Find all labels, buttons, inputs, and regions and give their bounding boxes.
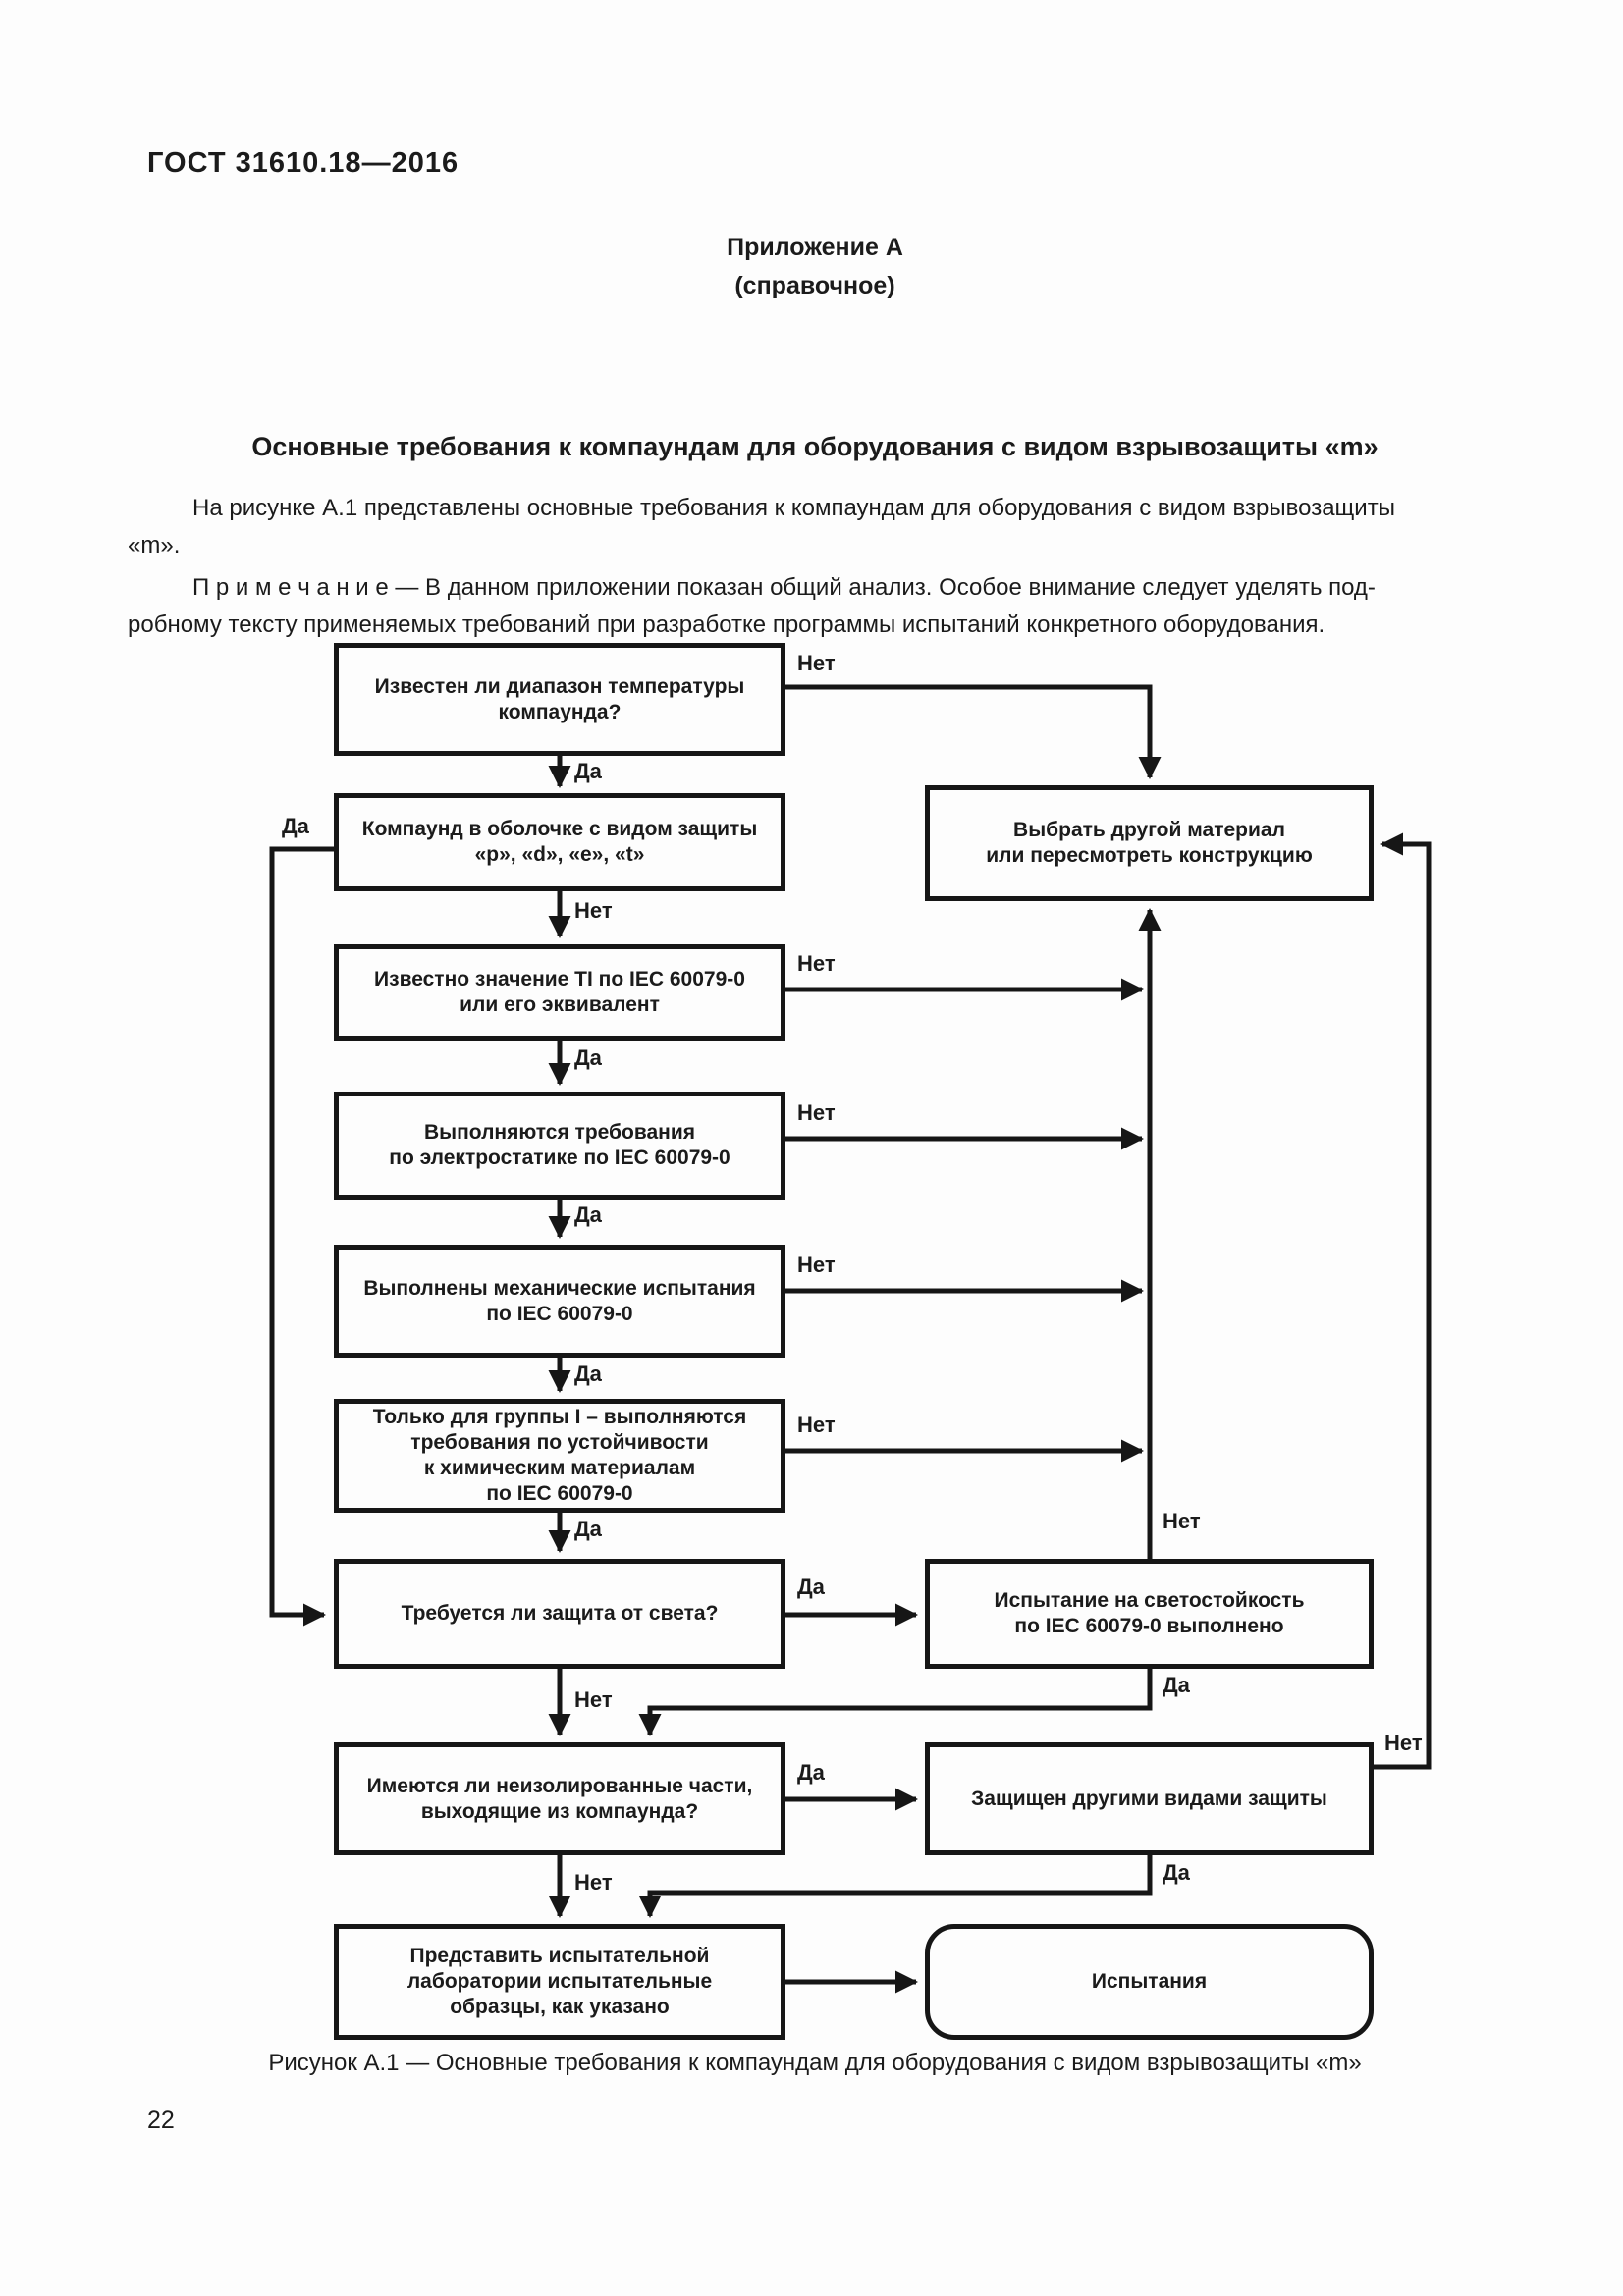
node-bare-parts: Имеются ли неизолированные части, выходя… (334, 1742, 785, 1855)
edge-label-yes: Да (574, 1045, 602, 1070)
connector-enclosure-yes-loop (269, 846, 334, 1627)
paragraph-line-1: На рисунке А.1 представлены основные тре… (192, 495, 1395, 521)
appendix-title: Приложение А (727, 234, 903, 261)
edge-label-no: Нет (797, 1253, 836, 1277)
node-light-protection: Требуется ли защита от света? (334, 1559, 785, 1669)
node-other-protection: Защищен другими видами защиты (925, 1742, 1374, 1855)
edge-label-no: Нет (797, 651, 836, 675)
edge-label-no: Нет (574, 898, 613, 923)
node-ti-value: Известно значение TI по IEC 60079-0 или … (334, 944, 785, 1041)
doc-number: ГОСТ 31610.18—2016 (147, 147, 460, 179)
connector-temp-no-to-choose (785, 684, 1162, 780)
node-mechanical: Выполнены механические испытания по IEC … (334, 1245, 785, 1358)
paragraph-line-2: «m». (128, 532, 181, 559)
edge-label-yes: Да (1163, 1673, 1190, 1697)
edge-label-no: Нет (1384, 1731, 1423, 1755)
edge-label-no: Нет (1163, 1509, 1201, 1533)
edge-label-no: Нет (574, 1687, 613, 1712)
node-choose-material: Выбрать другой материал или пересмотреть… (925, 785, 1374, 901)
node-enclosure: Компаунд в оболочке с видом защиты «p», … (334, 793, 785, 891)
node-light-test-done: Испытание на светостойкость по IEC 60079… (925, 1559, 1374, 1669)
node-electrostatic: Выполняются требования по электростатике… (334, 1092, 785, 1200)
note-line-1: П р и м е ч а н и е — В данном приложени… (192, 574, 1376, 601)
node-temp-range: Известен ли диапазон температуры компаун… (334, 643, 785, 756)
appendix-subtitle: (справочное) (734, 272, 895, 299)
edge-label-yes: Да (574, 759, 602, 783)
edge-label-yes: Да (1163, 1860, 1190, 1885)
edge-label-no: Нет (797, 951, 836, 976)
connector-lighttest-yes (638, 1669, 1153, 1737)
note-line-2: робному тексту применяемых требований пр… (128, 612, 1325, 638)
edge-label-yes: Да (574, 1202, 602, 1227)
edge-label-yes: Да (574, 1517, 602, 1541)
edge-label-no: Нет (574, 1870, 613, 1895)
edge-label-no: Нет (797, 1413, 836, 1437)
edge-label-no: Нет (797, 1100, 836, 1125)
edge-label-yes: Да (797, 1575, 825, 1599)
edge-label-yes: Да (797, 1760, 825, 1785)
edge-label-yes: Да (282, 814, 309, 838)
node-group1: Только для группы I – выполняются требов… (334, 1399, 785, 1513)
figure-caption: Рисунок А.1 — Основные требования к комп… (268, 2050, 1362, 2076)
edge-label-yes: Да (574, 1362, 602, 1386)
connector-protection-no-return (1374, 832, 1432, 1770)
page-number: 22 (147, 2107, 175, 2134)
node-submit-samples: Представить испытательной лаборатории ис… (334, 1924, 785, 2040)
section-title: Основные требования к компаундам для обо… (251, 432, 1379, 461)
connector-protection-yes (638, 1855, 1153, 1919)
node-tests: Испытания (925, 1924, 1374, 2040)
